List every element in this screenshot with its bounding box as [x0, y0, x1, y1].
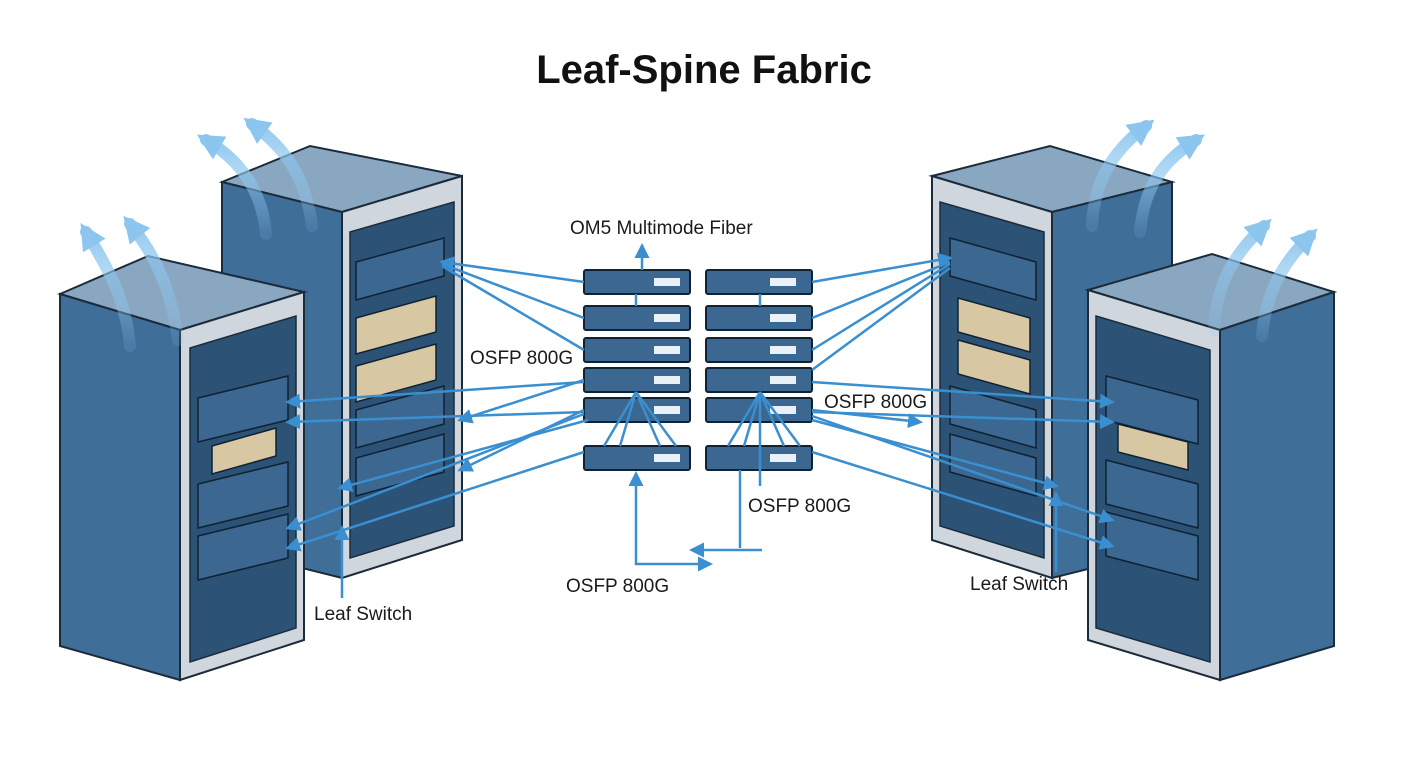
airflow-arrow-icon: [80, 117, 1318, 352]
server-rack-left-front: [57, 254, 308, 682]
leaf-switch-icon: [949, 237, 1037, 497]
leaf-switch-icon: [355, 237, 445, 497]
fiber-links: [285, 243, 1115, 598]
leaf-switch-label-right: Leaf Switch: [970, 574, 1068, 595]
osfp-label-bottom: OSFP 800G: [566, 576, 669, 597]
osfp-label-left: OSFP 800G: [470, 348, 573, 369]
server-rack-right-front: [1084, 252, 1338, 682]
spine-switch-icon: [583, 269, 691, 471]
leaf-switch-icon: [197, 375, 289, 581]
spine-port-leds: [654, 278, 796, 462]
fiber-type-label: OM5 Multimode Fiber: [570, 218, 753, 239]
osfp-label-center-right: OSFP 800G: [748, 496, 851, 517]
osfp-label-right: OSFP 800G: [824, 392, 927, 413]
diagram-title: Leaf-Spine Fabric: [536, 48, 872, 92]
leaf-switch-icon: [1105, 375, 1199, 581]
leaf-switch-label-left: Leaf Switch: [314, 604, 412, 625]
